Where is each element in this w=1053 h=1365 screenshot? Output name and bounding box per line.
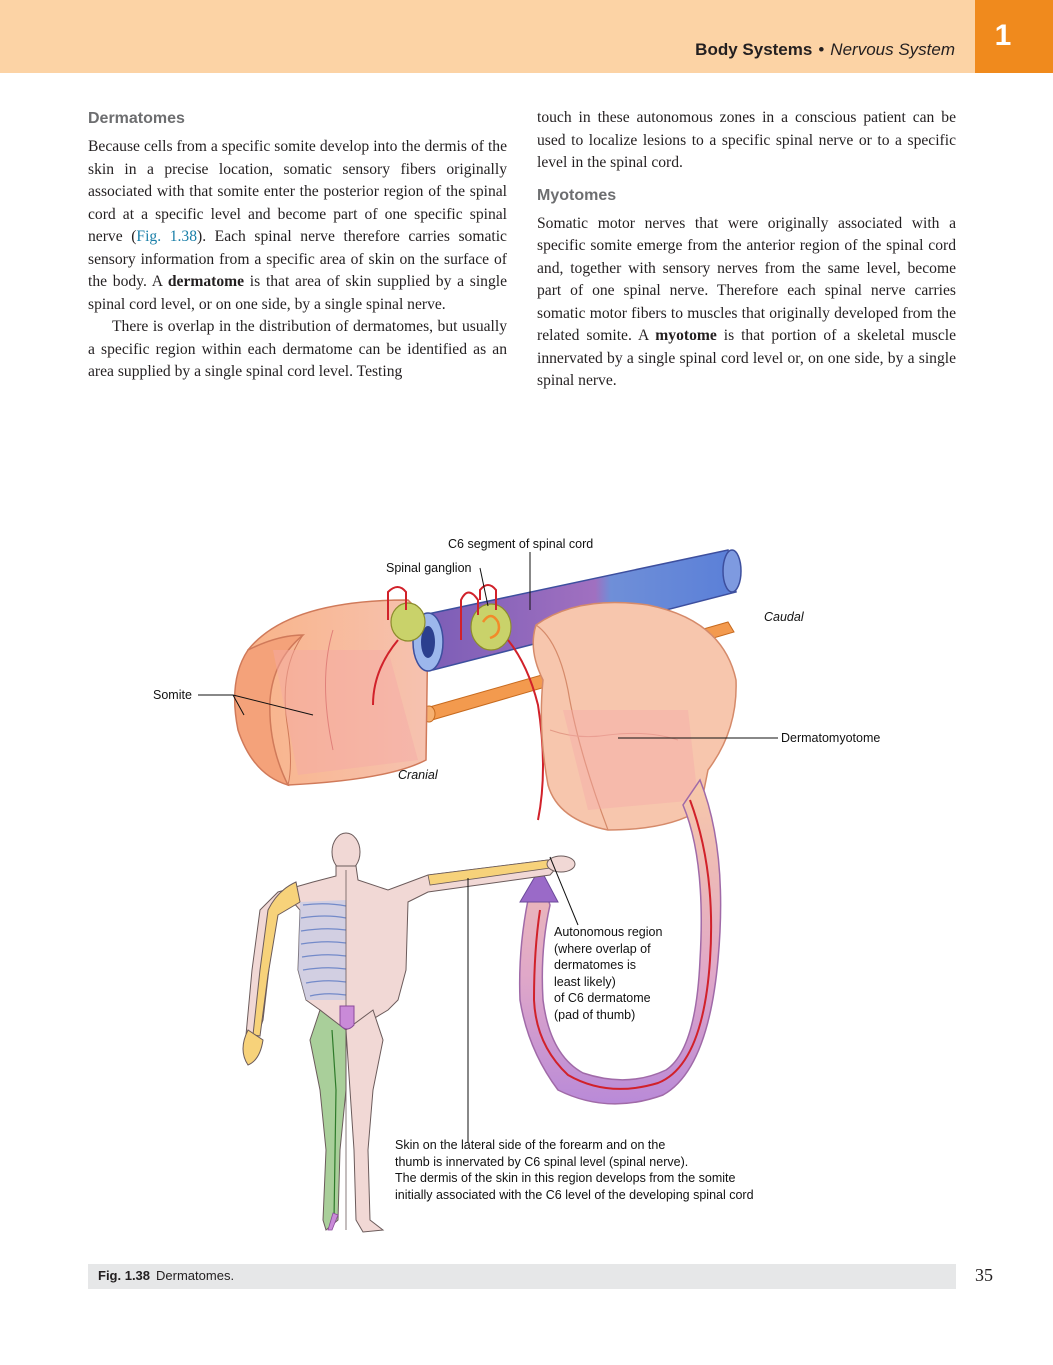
text-run: is that area of skin supplied by a singl… xyxy=(88,273,508,313)
label-skin-c6: Skin on the lateral side of the forearm … xyxy=(395,1137,754,1203)
heading-myotomes: Myotomes xyxy=(537,186,617,204)
label-caudal: Caudal xyxy=(764,610,804,624)
figure-caption: Fig. 1.38 Dermatomes. xyxy=(98,1268,234,1283)
label-cranial: Cranial xyxy=(398,768,438,782)
left-column: Dermatomes Because cells from a specific… xyxy=(88,108,507,384)
running-head: Body Systems • Nervous System xyxy=(695,40,955,60)
paragraph-myotomes: Somatic motor nerves that were originall… xyxy=(537,213,956,393)
right-column: touch in these autonomous zones in a con… xyxy=(537,107,956,393)
paragraph-continued: touch in these autonomous zones in a con… xyxy=(537,109,956,171)
heading-dermatomes: Dermatomes xyxy=(88,110,185,127)
caption-figure-number: Fig. 1.38 xyxy=(98,1268,151,1283)
label-line: Autonomous region xyxy=(554,925,663,939)
figure-reference-link[interactable]: Fig. 1.38 xyxy=(136,228,197,245)
header-band xyxy=(0,0,975,73)
text-run: is that portion of a skeletal muscle inn… xyxy=(537,327,956,389)
label-line: Skin on the lateral side of the forearm … xyxy=(395,1138,666,1152)
label-somite: Somite xyxy=(153,688,192,702)
leader-lines xyxy=(198,552,778,1142)
paragraph-dermatomes-1: Because cells from a specific somite dev… xyxy=(88,136,507,316)
label-spinal-ganglion: Spinal ganglion xyxy=(386,561,472,575)
label-dermatomyotome: Dermatomyotome xyxy=(781,731,881,745)
running-head-subsection: Nervous System xyxy=(830,40,955,59)
label-line: (where overlap of xyxy=(554,941,651,956)
spinal-ganglion-left xyxy=(390,602,426,642)
term-dermatome: dermatome xyxy=(167,273,245,290)
chapter-tab: 1 xyxy=(975,0,1053,73)
text-run: Somatic motor nerves that were originall… xyxy=(537,214,956,345)
spinal-ganglion-right xyxy=(470,603,512,651)
running-head-section: Body Systems xyxy=(695,40,813,59)
term-myotome: myotome xyxy=(655,327,717,344)
label-line: least likely) xyxy=(554,974,616,989)
dermatome-illustration xyxy=(198,549,778,1233)
dermatomyotome xyxy=(518,601,737,1105)
text-run: Because cells from a specific somite dev… xyxy=(88,138,507,245)
label-line: (pad of thumb) xyxy=(554,1007,636,1022)
label-line: dermatomes is xyxy=(554,958,636,972)
somite-left xyxy=(233,599,429,787)
caption-bar xyxy=(88,1264,956,1289)
figure-dermatomes: C6 segment of spinal cord Spinal ganglio… xyxy=(88,530,958,1255)
running-head-bullet: • xyxy=(818,40,825,59)
paragraph-dermatomes-2: There is overlap in the distribution of … xyxy=(88,318,507,380)
text-run: ). Each spinal nerve therefore carries s… xyxy=(88,228,507,290)
label-c6-segment: C6 segment of spinal cord xyxy=(448,537,594,551)
caption-text: Dermatomes. xyxy=(156,1268,235,1283)
label-line: The dermis of the skin in this region de… xyxy=(395,1171,736,1185)
human-body-figure xyxy=(242,832,576,1233)
label-line: initially associated with the C6 level o… xyxy=(395,1187,754,1202)
nerve-fibers xyxy=(372,584,544,821)
label-line: of C6 dermatome xyxy=(554,991,651,1005)
label-line: thumb is innervated by C6 spinal level (… xyxy=(395,1154,689,1169)
chapter-number: 1 xyxy=(994,18,1012,52)
page-number: 35 xyxy=(975,1265,993,1285)
label-autonomous-region: Autonomous region (where overlap of derm… xyxy=(554,924,662,1023)
